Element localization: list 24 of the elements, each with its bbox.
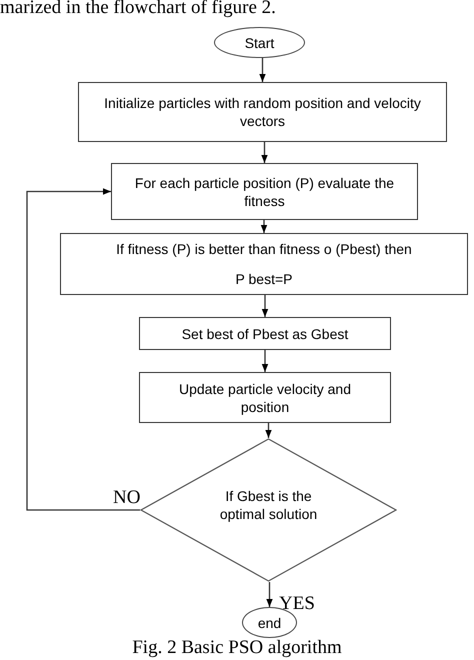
node-text: Update particle velocity and position [178,380,352,416]
process-box [139,317,391,350]
arrow [26,188,140,511]
node-text: end [258,614,282,632]
arrow [262,295,268,317]
arrow [259,58,266,82]
arrow [265,423,272,438]
node-text: P best=P [236,270,292,288]
arrow [262,350,268,372]
process-box [111,163,418,220]
process-box [60,233,468,295]
decision-diamond [140,438,397,582]
node-text: If fitness (P) is better than fitness o (Pbest) then [116,240,412,258]
node-text: If Gbest is the optimal solution [218,487,318,523]
arrow [260,220,268,233]
figure-caption: Fig. 2 Basic PSO algorithm [131,637,343,659]
arrow [261,142,268,163]
process-box [78,82,447,142]
process-box [139,372,391,423]
node-text: For each particle position (P) evaluate the fitness [134,174,396,210]
node-text: Initialize particles with random position and velocity vectors [103,94,422,130]
arrow [266,582,273,607]
node-text: Start [244,34,274,52]
node-text: Set best of Pbest as Gbest [182,324,348,342]
